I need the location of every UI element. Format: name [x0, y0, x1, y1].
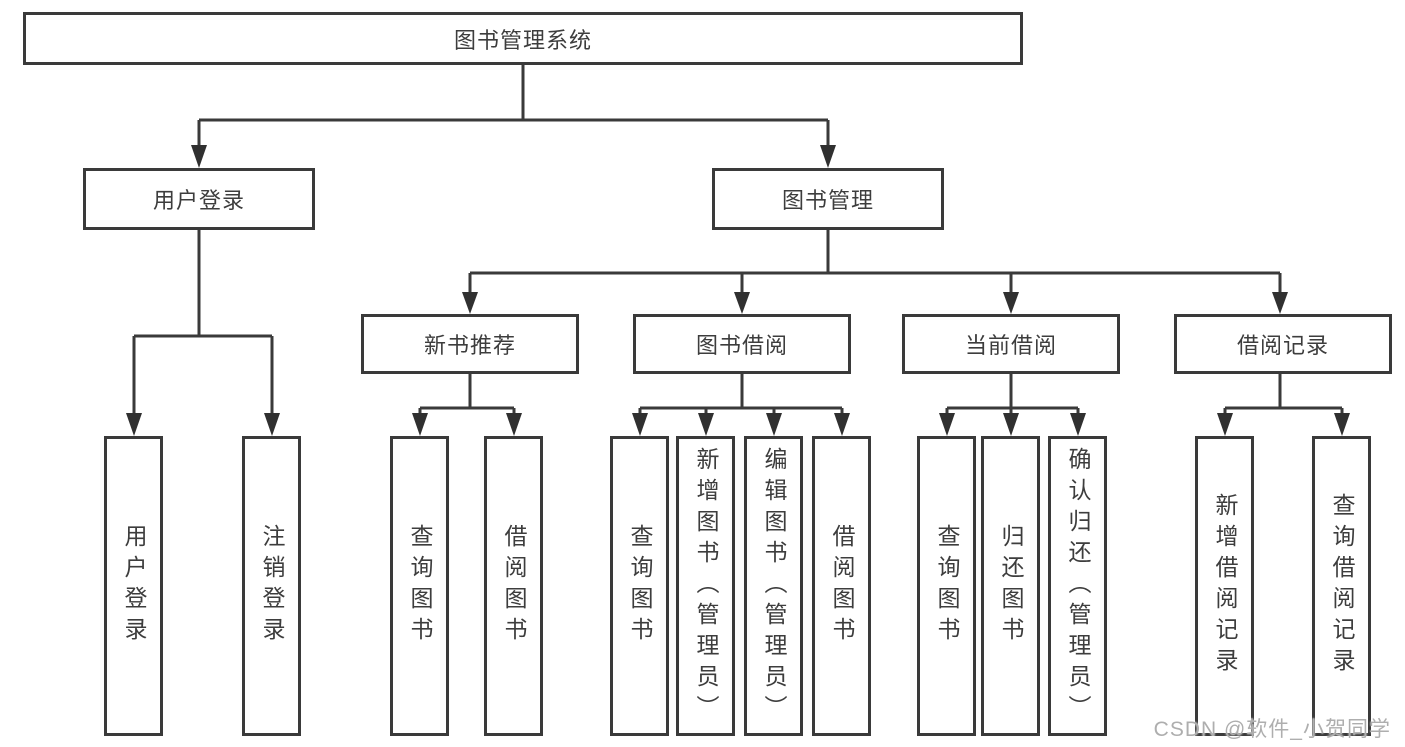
- csdn-watermark: CSDN @软件_小贺同学: [1153, 718, 1391, 741]
- connector-root-to-level2: [197, 65, 830, 152]
- node-user-login: 用户登录: [83, 168, 315, 230]
- node-root-system: 图书管理系统: [23, 12, 1023, 65]
- node-label: 新书推荐: [423, 333, 516, 358]
- node-book-borrow: 图书借阅: [633, 314, 851, 374]
- node-borrow-record: 借阅记录: [1174, 314, 1392, 374]
- connector-book-mgmt-to-level3: [468, 230, 1282, 298]
- leaf-query-borrow-record: 查询借阅记录: [1312, 436, 1371, 736]
- node-label: 当前借阅: [964, 333, 1057, 358]
- leaf-label: 归还图书: [998, 524, 1024, 648]
- leaf-confirm-return-admin: 确认归还（管理员）: [1048, 436, 1107, 736]
- node-new-book-recommend: 新书推荐: [361, 314, 579, 374]
- leaf-label: 借阅图书: [501, 524, 527, 648]
- node-label: 图书管理: [781, 188, 874, 213]
- leaf-label: 注销登录: [259, 524, 285, 648]
- leaf-label: 新增图书（管理员）: [693, 446, 719, 726]
- connector-user-login-to-leaves: [132, 230, 274, 420]
- leaf-label: 编辑图书（管理员）: [761, 446, 787, 726]
- connector-new-book-rec-to-leaves: [418, 374, 516, 420]
- leaf-label: 查询借阅记录: [1329, 493, 1355, 679]
- node-label: 用户登录: [152, 188, 245, 213]
- leaf-query-books-recommend: 查询图书: [390, 436, 449, 736]
- leaf-add-book-admin: 新增图书（管理员）: [676, 436, 735, 736]
- leaf-query-books-borrow: 查询图书: [610, 436, 669, 736]
- node-label: 图书管理系统: [453, 27, 592, 53]
- leaf-label: 查询图书: [627, 524, 653, 648]
- leaf-label: 查询图书: [934, 524, 960, 648]
- leaf-borrow-books-recommend: 借阅图书: [484, 436, 543, 736]
- node-book-management: 图书管理: [712, 168, 944, 230]
- node-label: 图书借阅: [695, 333, 788, 358]
- leaf-label: 查询图书: [407, 524, 433, 648]
- leaf-user-login: 用户登录: [104, 436, 163, 736]
- leaf-label: 新增借阅记录: [1212, 493, 1238, 679]
- leaf-borrow-books: 借阅图书: [812, 436, 871, 736]
- leaf-add-borrow-record: 新增借阅记录: [1195, 436, 1254, 736]
- node-label: 借阅记录: [1236, 333, 1329, 358]
- node-current-borrow: 当前借阅: [902, 314, 1120, 374]
- leaf-logout: 注销登录: [242, 436, 301, 736]
- leaf-label: 借阅图书: [829, 524, 855, 648]
- leaf-query-books-current: 查询图书: [917, 436, 976, 736]
- connector-book-borrow-to-leaves: [638, 374, 844, 420]
- leaf-label: 用户登录: [121, 524, 147, 648]
- leaf-return-books: 归还图书: [981, 436, 1040, 736]
- leaf-edit-book-admin: 编辑图书（管理员）: [744, 436, 803, 736]
- connector-borrow-record-to-leaves: [1223, 374, 1344, 420]
- leaf-label: 确认归还（管理员）: [1065, 446, 1091, 726]
- arrowheads: [126, 145, 1350, 436]
